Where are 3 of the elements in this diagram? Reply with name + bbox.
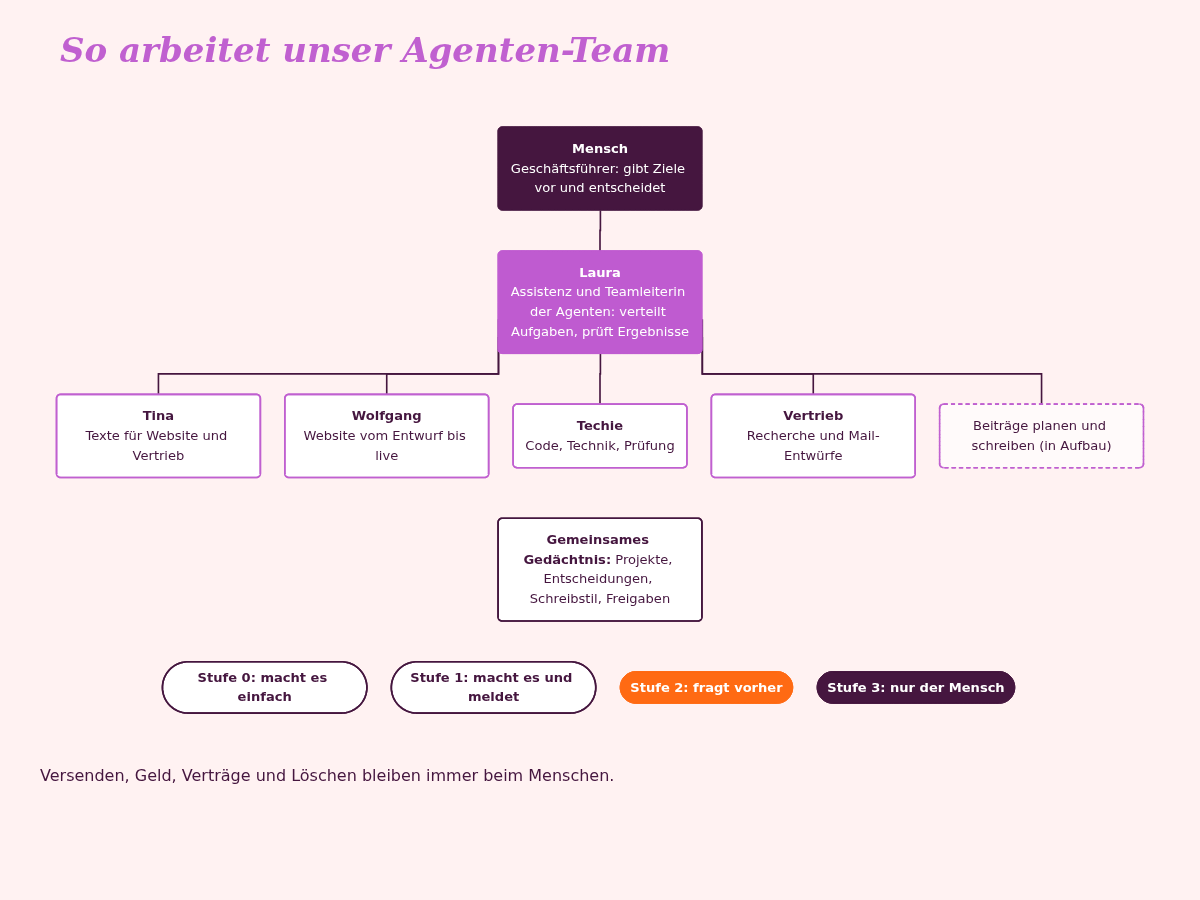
diagram-title: So arbeitet unser Agenten-Team — [60, 30, 672, 70]
footnote: Versenden, Geld, Verträge und Löschen bleiben immer beim Menschen. — [40, 766, 616, 785]
connector — [599, 353, 602, 406]
